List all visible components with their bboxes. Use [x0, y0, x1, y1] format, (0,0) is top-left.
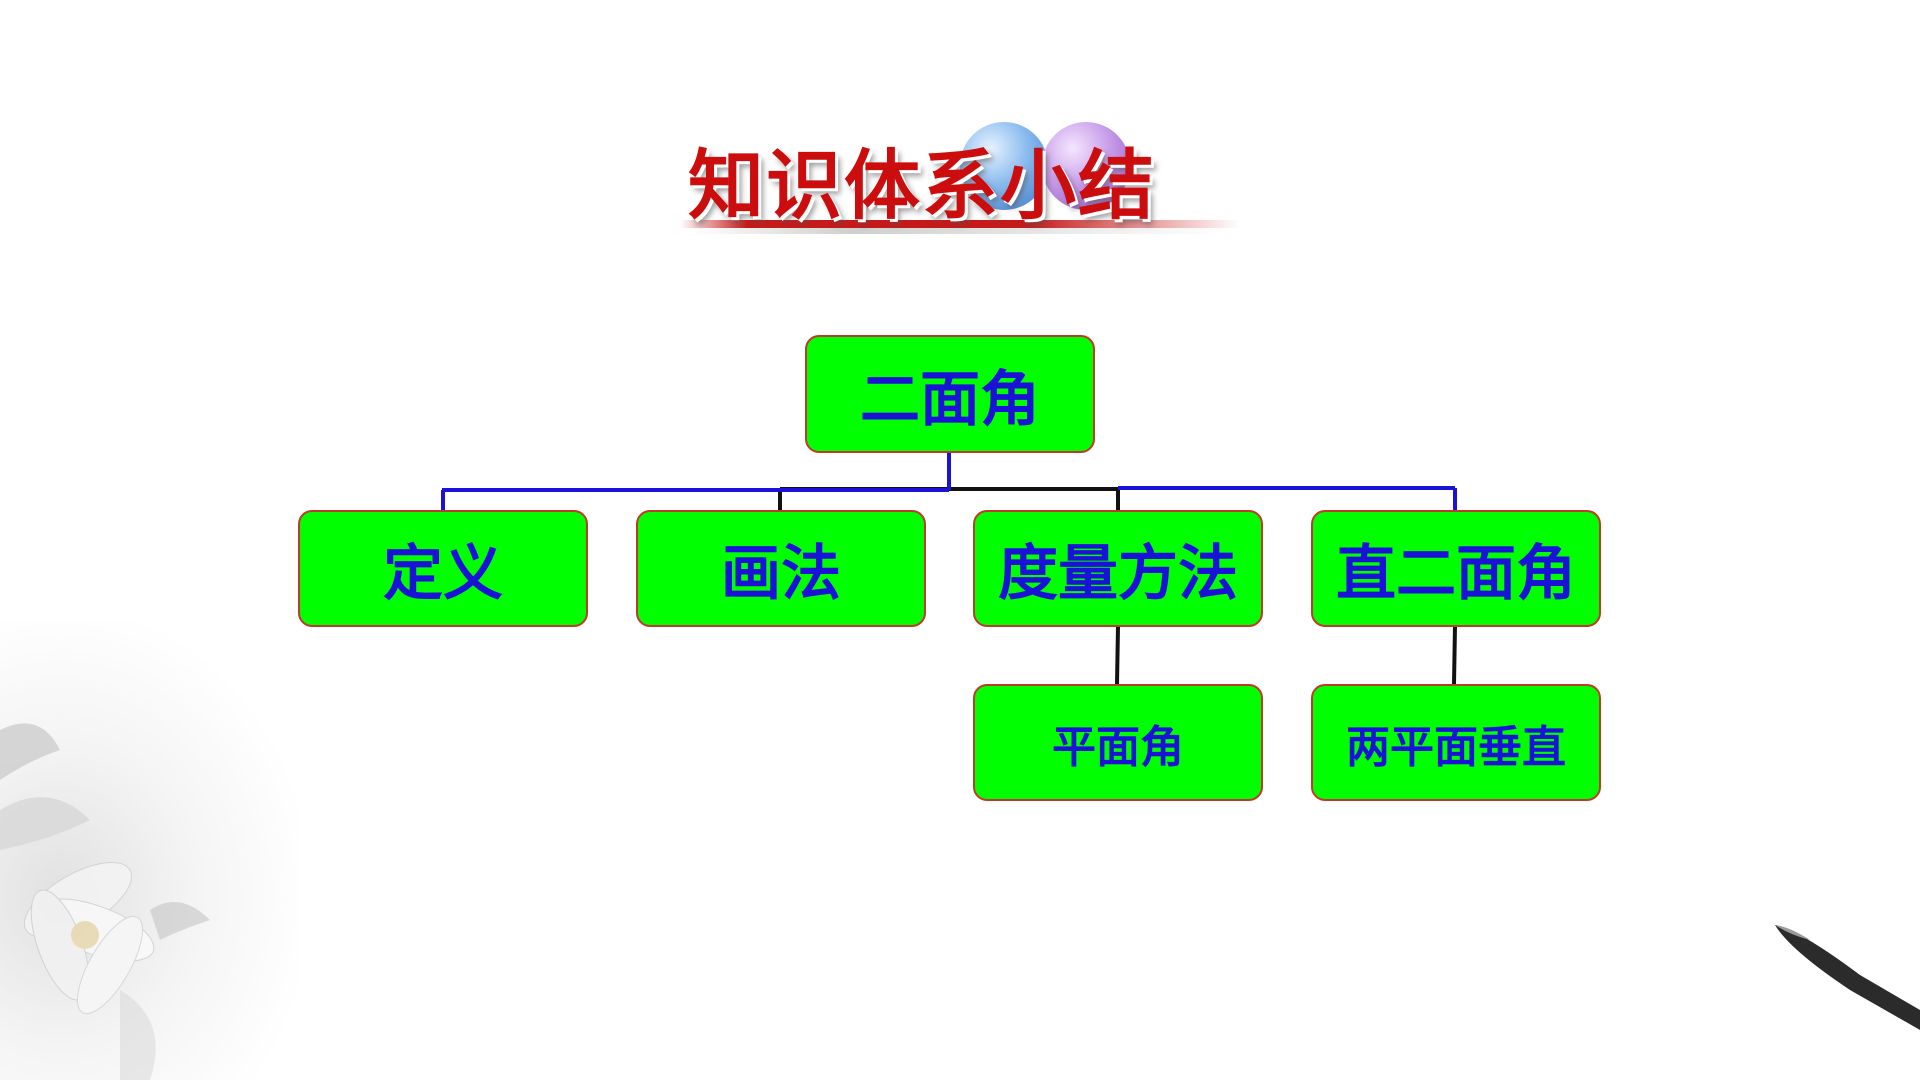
node-zhi-ermianjiao: 直二面角 [1311, 510, 1601, 627]
node-root: 二面角 [805, 335, 1095, 453]
flower-icon [0, 723, 210, 1080]
connector-zhi-chuizhi [1452, 625, 1457, 685]
title-banner: 知识体系小结 [680, 118, 1240, 238]
node-duliang: 度量方法 [973, 510, 1263, 627]
corner-wash-decoration [0, 620, 300, 1080]
title-underline [680, 220, 1240, 228]
node-pingmianjiao: 平面角 [973, 684, 1263, 801]
connector-duliang-pingmianjiao [1115, 625, 1120, 685]
node-huafa: 画法 [636, 510, 926, 627]
node-dingyi: 定义 [298, 510, 588, 627]
node-liangpingmian-chuizhi: 两平面垂直 [1311, 684, 1601, 801]
title-ball-purple [1042, 122, 1130, 210]
title-underline-shadow [690, 228, 1230, 234]
title-ball-blue [960, 122, 1048, 210]
brush-icon [1775, 925, 1920, 1030]
page-title: 知识体系小结 [688, 141, 1156, 230]
